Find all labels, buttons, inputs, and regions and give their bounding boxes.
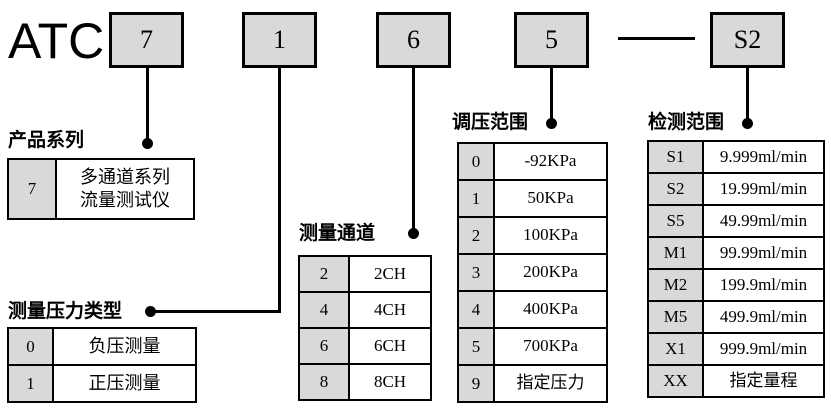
value-cell: 4CH bbox=[373, 299, 407, 319]
table-channels: 2 2CH 4 4CH 6 6CH 8 8CH bbox=[298, 255, 432, 401]
connector-series-line bbox=[146, 68, 149, 143]
code-box-pressure-type: 1 bbox=[242, 12, 317, 68]
code-cell: 3 bbox=[459, 255, 495, 290]
code-cell: 9 bbox=[459, 366, 495, 401]
code-cell: 2 bbox=[300, 257, 350, 291]
heading-detection-range: 检测范围 bbox=[648, 112, 725, 133]
connector-detection-range-bullet bbox=[742, 118, 753, 129]
value-cell: 199.9ml/min bbox=[719, 274, 808, 294]
value-cell: 49.99ml/min bbox=[719, 210, 808, 230]
table-row: 2 2CH bbox=[300, 257, 430, 291]
connector-channels-bullet bbox=[408, 228, 419, 239]
value-cell: 6CH bbox=[373, 335, 407, 355]
code-cell: S1 bbox=[649, 142, 704, 172]
code-box-detection-range-label: S2 bbox=[733, 25, 762, 54]
table-pressure-range: 0 -92KPa 1 50KPa 2 100KPa 3 200KPa 4 400… bbox=[457, 142, 608, 403]
value-cell: 200KPa bbox=[523, 262, 578, 282]
code-cell: 2 bbox=[459, 218, 495, 253]
code-cell: X1 bbox=[649, 334, 704, 364]
table-row: S1 9.999ml/min bbox=[649, 142, 823, 172]
table-row: 0 -92KPa bbox=[459, 144, 606, 179]
table-row: M2 199.9ml/min bbox=[649, 268, 823, 300]
table-row: M1 99.99ml/min bbox=[649, 236, 823, 268]
table-row: XX 指定量程 bbox=[649, 364, 823, 396]
table-row: S5 49.99ml/min bbox=[649, 204, 823, 236]
table-row: 2 100KPa bbox=[459, 216, 606, 253]
heading-product-series: 产品系列 bbox=[8, 130, 85, 151]
value-cell: 正压测量 bbox=[88, 372, 161, 393]
connector-pressure-range-line bbox=[550, 68, 553, 123]
table-detection-range: S1 9.999ml/min S2 19.99ml/min S5 49.99ml… bbox=[647, 140, 825, 398]
code-cell: 0 bbox=[9, 329, 54, 364]
code-cell: 4 bbox=[300, 293, 350, 327]
table-row: 6 6CH bbox=[300, 327, 430, 363]
value-cell: 9.999ml/min bbox=[719, 146, 808, 166]
connector-pressure-type-vline bbox=[278, 68, 281, 313]
connector-series-bullet bbox=[142, 138, 153, 149]
heading-pressure-type: 测量压力类型 bbox=[8, 301, 123, 322]
value-cell: 指定压力 bbox=[516, 373, 585, 393]
code-box-pressure-type-label: 1 bbox=[273, 25, 286, 54]
code-box-series: 7 bbox=[109, 12, 184, 68]
table-row: X1 999.9ml/min bbox=[649, 332, 823, 364]
table-row: 1 50KPa bbox=[459, 179, 606, 216]
value-cell: 19.99ml/min bbox=[719, 178, 808, 198]
heading-channels: 测量通道 bbox=[299, 223, 376, 244]
code-cell: S5 bbox=[649, 206, 704, 236]
value-cell: -92KPa bbox=[524, 151, 577, 171]
table-row: 7 多通道系列 流量测试仪 bbox=[9, 160, 193, 218]
value-cell: 负压测量 bbox=[88, 335, 161, 356]
value-cell: 999.9ml/min bbox=[719, 338, 808, 358]
code-cell: M1 bbox=[649, 238, 704, 268]
code-cell: S2 bbox=[649, 174, 704, 204]
table-pressure-type: 0 负压测量 1 正压测量 bbox=[7, 327, 197, 403]
table-row: 1 正压测量 bbox=[9, 364, 195, 401]
connector-detection-range-line bbox=[746, 68, 749, 123]
code-cell: 6 bbox=[300, 329, 350, 363]
table-row: 8 8CH bbox=[300, 363, 430, 399]
code-cell: 4 bbox=[459, 292, 495, 327]
code-cell: 7 bbox=[9, 160, 57, 218]
table-row: 0 负压测量 bbox=[9, 329, 195, 364]
code-box-channels-label: 6 bbox=[407, 25, 420, 54]
code-cell: M2 bbox=[649, 270, 704, 300]
product-prefix: ATC bbox=[8, 13, 105, 69]
connector-pressure-type-bullet bbox=[145, 306, 156, 317]
table-row: M5 499.9ml/min bbox=[649, 300, 823, 332]
code-cell: 0 bbox=[459, 144, 495, 179]
connector-channels-line bbox=[412, 68, 415, 234]
code-cell: M5 bbox=[649, 302, 704, 332]
value-cell: 99.99ml/min bbox=[719, 242, 808, 262]
connector-pressure-range-bullet bbox=[546, 118, 557, 129]
value-cell: 2CH bbox=[373, 263, 407, 283]
value-cell: 50KPa bbox=[527, 188, 574, 208]
table-row: 4 400KPa bbox=[459, 290, 606, 327]
code-cell: XX bbox=[649, 366, 704, 396]
code-box-detection-range: S2 bbox=[710, 12, 785, 68]
table-row: 4 4CH bbox=[300, 291, 430, 327]
table-row: 9 指定压力 bbox=[459, 364, 606, 401]
table-row: S2 19.99ml/min bbox=[649, 172, 823, 204]
table-product-series: 7 多通道系列 流量测试仪 bbox=[7, 158, 195, 220]
value-cell: 499.9ml/min bbox=[719, 306, 808, 326]
value-cell: 400KPa bbox=[523, 299, 578, 319]
table-row: 5 700KPa bbox=[459, 327, 606, 364]
value-cell: 多通道系列 流量测试仪 bbox=[80, 166, 170, 210]
value-cell: 指定量程 bbox=[729, 370, 798, 390]
value-cell: 700KPa bbox=[523, 336, 578, 356]
dash-separator bbox=[618, 37, 695, 40]
value-cell: 100KPa bbox=[523, 225, 578, 245]
code-box-channels: 6 bbox=[376, 12, 451, 68]
table-row: 3 200KPa bbox=[459, 253, 606, 290]
connector-pressure-type-hline bbox=[150, 310, 281, 313]
code-cell: 5 bbox=[459, 329, 495, 364]
code-box-series-label: 7 bbox=[140, 25, 153, 54]
code-cell: 1 bbox=[459, 181, 495, 216]
value-cell: 8CH bbox=[373, 371, 407, 391]
heading-pressure-range: 调压范围 bbox=[452, 112, 529, 133]
code-cell: 8 bbox=[300, 365, 350, 399]
code-box-pressure-range: 5 bbox=[514, 12, 589, 68]
code-cell: 1 bbox=[9, 366, 54, 401]
code-box-pressure-range-label: 5 bbox=[545, 25, 558, 54]
